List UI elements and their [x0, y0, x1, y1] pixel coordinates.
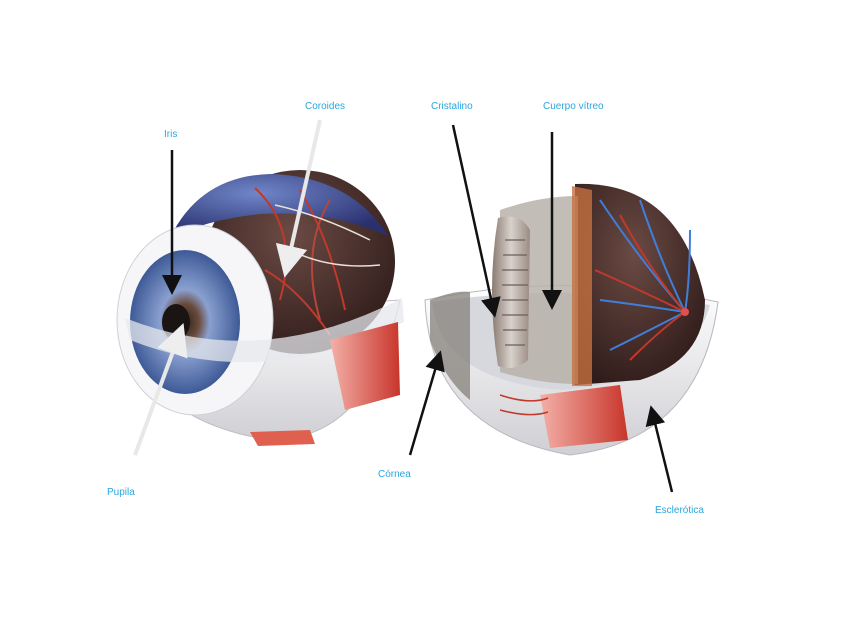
right-eye-model [425, 184, 718, 455]
label-coroides: Coroides [305, 102, 345, 112]
label-pupila: Pupila [107, 488, 135, 498]
arrow-esclerotica [653, 415, 672, 492]
right-vitreous-rim [572, 186, 592, 386]
left-muscle-lower [250, 430, 315, 446]
label-cornea: Córnea [378, 470, 411, 480]
label-esclerotica: Esclerótica [655, 506, 704, 516]
label-cuerpo-vitreo: Cuerpo vítreo [543, 102, 604, 112]
right-muscle [540, 385, 628, 448]
label-cristalino: Cristalino [431, 102, 473, 112]
left-eye-model [117, 170, 404, 446]
arrow-cornea [410, 360, 438, 455]
label-iris: Iris [164, 130, 177, 140]
arrow-cristalino [453, 125, 493, 308]
